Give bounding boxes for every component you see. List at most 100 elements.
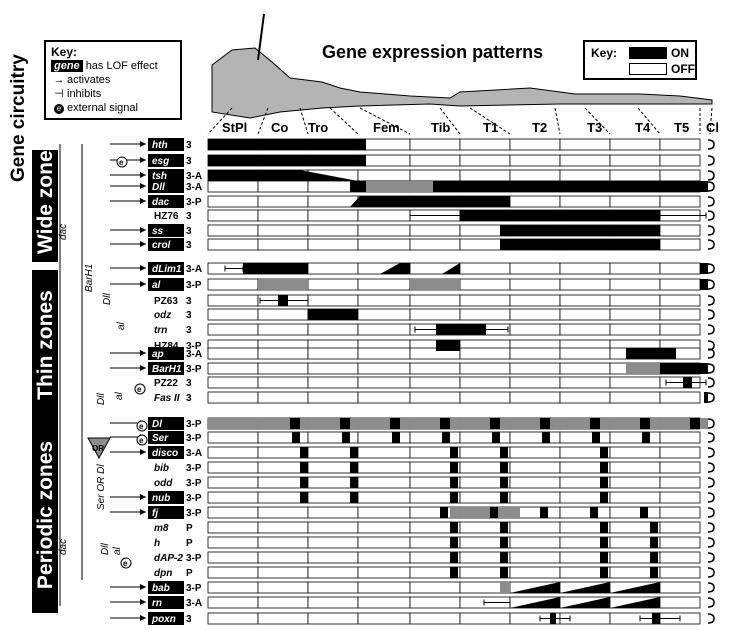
segment-label-fem: Fem bbox=[373, 120, 400, 135]
expression-domain bbox=[300, 447, 308, 458]
external-signal-icon bbox=[136, 434, 148, 446]
expression-domain bbox=[300, 477, 308, 488]
external-signal-letter: e bbox=[119, 158, 124, 167]
expression-cell bbox=[509, 278, 561, 291]
expression-cell bbox=[659, 238, 701, 251]
row-code: 3-A bbox=[186, 448, 202, 459]
expression-cell bbox=[559, 278, 611, 291]
row-code: 3-P bbox=[186, 508, 202, 519]
claw-marker bbox=[707, 263, 715, 274]
expression-domain bbox=[440, 507, 448, 518]
expression-domain bbox=[600, 462, 608, 473]
expression-domain bbox=[410, 279, 460, 290]
expression-domain bbox=[350, 477, 358, 488]
expression-cell bbox=[257, 581, 309, 594]
expression-domain bbox=[640, 507, 648, 518]
expression-cell bbox=[659, 581, 701, 594]
expression-cell bbox=[609, 195, 661, 208]
expression-cell bbox=[207, 612, 259, 625]
row-code: 3-P bbox=[186, 493, 202, 504]
figure-title: Gene expression patterns bbox=[322, 42, 544, 62]
pathway-label: dac bbox=[58, 224, 69, 240]
gene-label: bib bbox=[154, 463, 169, 474]
expression-cell bbox=[207, 536, 259, 549]
expression-cell bbox=[307, 376, 359, 389]
expression-domain bbox=[442, 432, 450, 443]
leg-silhouette bbox=[211, 47, 713, 119]
gene-box bbox=[148, 262, 184, 275]
claw-marker bbox=[707, 392, 715, 403]
expression-cell bbox=[307, 224, 359, 237]
expression-cell bbox=[357, 596, 411, 609]
claw-marker bbox=[707, 324, 715, 335]
expression-domain bbox=[626, 363, 660, 374]
expression-domain bbox=[510, 597, 560, 608]
segment-label-t4: T4 bbox=[635, 120, 651, 135]
expression-domain bbox=[450, 492, 458, 503]
key-activates-label: activates bbox=[67, 74, 111, 86]
expression-domain bbox=[390, 418, 400, 429]
expression-cell bbox=[559, 308, 611, 321]
gene-label: odz bbox=[154, 310, 171, 321]
expression-domain bbox=[290, 418, 300, 429]
expression-cell bbox=[307, 566, 359, 579]
expression-cell bbox=[357, 278, 411, 291]
gene-box bbox=[148, 138, 184, 151]
pathway-label: dac bbox=[58, 539, 69, 555]
expression-cell bbox=[459, 431, 511, 444]
circuit-arrowhead bbox=[140, 365, 146, 371]
claw-marker bbox=[707, 225, 715, 236]
expression-cell bbox=[609, 376, 661, 389]
expression-domain bbox=[642, 432, 650, 443]
expression-domain bbox=[500, 537, 508, 548]
on-label: ON bbox=[671, 46, 689, 60]
claw-marker bbox=[707, 552, 715, 563]
claw-marker bbox=[707, 295, 715, 306]
gene-box bbox=[148, 612, 184, 625]
expression-cell bbox=[609, 506, 661, 519]
gene-box bbox=[148, 491, 184, 504]
expression-domain bbox=[350, 492, 358, 503]
or-gate bbox=[87, 437, 111, 460]
expression-cell bbox=[509, 551, 561, 564]
circuit-arrowhead bbox=[140, 599, 146, 605]
expression-cell bbox=[257, 180, 309, 193]
expression-cell bbox=[559, 362, 611, 375]
circuit-arrowhead bbox=[140, 157, 146, 163]
expression-key-title: Key: bbox=[591, 46, 618, 60]
expression-cell bbox=[409, 238, 461, 251]
row-code: P bbox=[186, 568, 193, 579]
expression-domain bbox=[350, 181, 708, 192]
pathway-label: Dll bbox=[96, 393, 107, 405]
row-code: 3-A bbox=[186, 171, 202, 182]
claw-marker bbox=[707, 139, 715, 150]
row-code: 3-P bbox=[186, 478, 202, 489]
expression-cell bbox=[559, 138, 611, 151]
expression-cell bbox=[357, 347, 411, 360]
expression-cell bbox=[257, 431, 309, 444]
claw-marker bbox=[707, 363, 715, 374]
segment-label-t5: T5 bbox=[674, 120, 690, 135]
expression-cell bbox=[609, 138, 661, 151]
claw-marker bbox=[707, 155, 715, 166]
expression-cell bbox=[559, 294, 611, 307]
segment-boundary-guide bbox=[299, 107, 309, 135]
expression-cell bbox=[207, 506, 259, 519]
expression-domain bbox=[450, 522, 458, 533]
expression-cell bbox=[609, 154, 661, 167]
gene-box bbox=[148, 347, 184, 360]
gene-box bbox=[148, 238, 184, 251]
expression-cell bbox=[659, 323, 701, 336]
pathway-label: al bbox=[112, 546, 123, 555]
expression-cell bbox=[357, 446, 411, 459]
gene-box bbox=[148, 431, 184, 444]
gene-box bbox=[148, 596, 184, 609]
gene-box bbox=[148, 195, 184, 208]
expression-cell bbox=[459, 308, 511, 321]
expression-cell bbox=[357, 461, 411, 474]
gene-label: nub bbox=[152, 493, 170, 504]
expression-cell bbox=[207, 376, 259, 389]
expression-cell bbox=[659, 566, 701, 579]
expression-cell bbox=[307, 323, 359, 336]
expression-domain bbox=[350, 447, 358, 458]
